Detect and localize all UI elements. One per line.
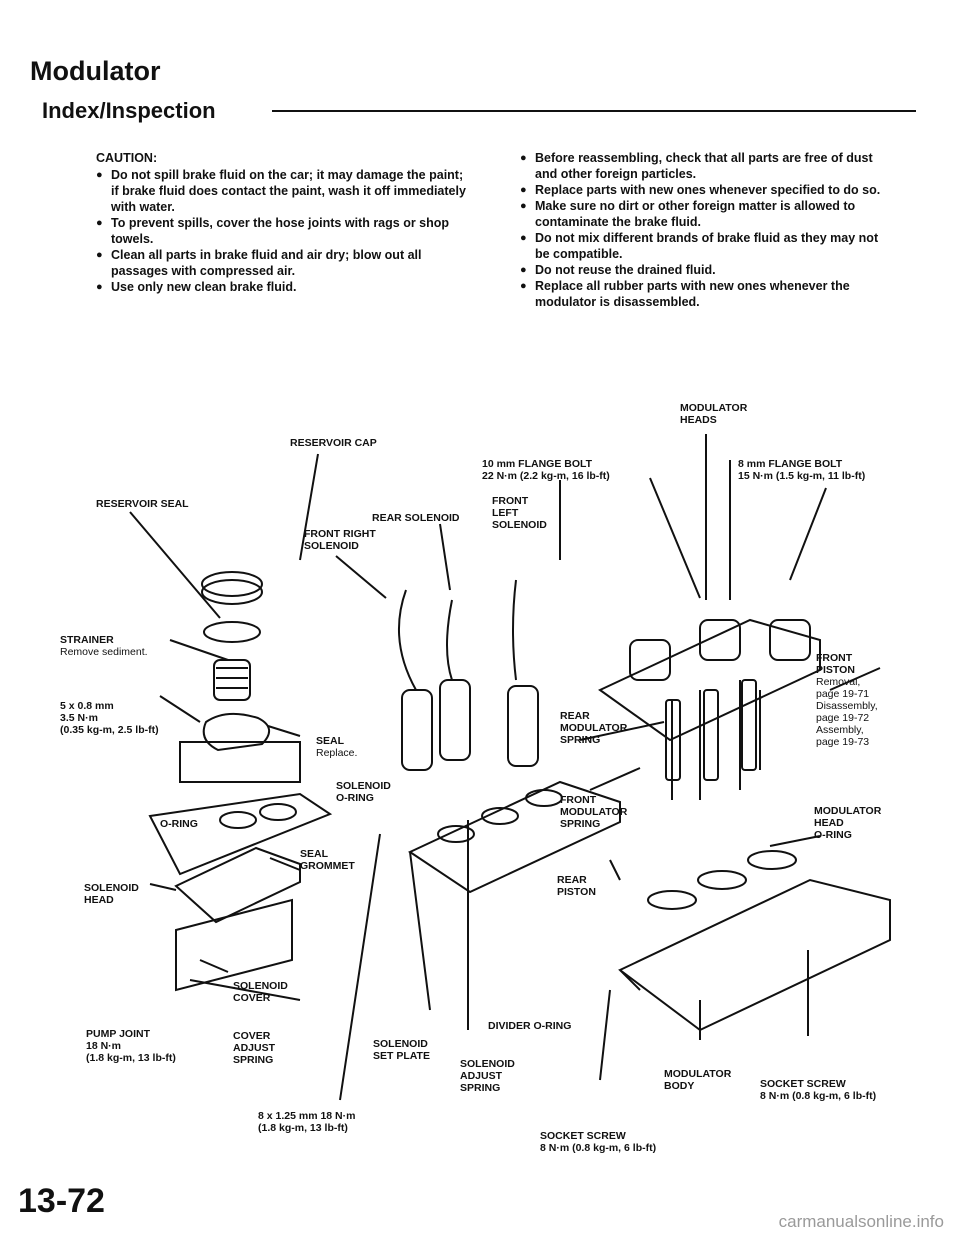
section-subtitle: Index/Inspection	[42, 98, 216, 123]
caution-item: Do not spill brake fluid on the car; it …	[96, 167, 468, 215]
label-divider-oring: DIVIDER O-RING	[488, 1020, 572, 1032]
label-modulator-heads: MODULATOR HEADS	[680, 402, 748, 426]
modulator-exploded-diagram	[129, 434, 891, 1101]
label-seal: SEAL Replace.	[316, 723, 357, 771]
front-piston-notes: Removal, page 19-71 Disassembly, page 19…	[816, 676, 878, 748]
caution-block: CAUTION: Do not spill brake fluid on the…	[96, 150, 468, 295]
label-8mm-flange-bolt: 8 mm FLANGE BOLT 15 N·m (1.5 kg-m, 11 lb…	[738, 458, 866, 482]
label-bolt-5x08: 5 x 0.8 mm 3.5 N·m (0.35 kg-m, 2.5 lb-ft…	[60, 700, 159, 736]
seal-note: Replace.	[316, 747, 358, 759]
label-rear-modulator-spring: REAR MODULATOR SPRING	[560, 710, 628, 746]
label-solenoid-oring: SOLENOID O-RING	[336, 780, 391, 804]
note-item: Replace parts with new ones whenever spe…	[520, 182, 886, 198]
label-strainer: STRAINER Remove sediment.	[60, 622, 148, 670]
note-item: Before reassembling, check that all part…	[520, 150, 886, 182]
caution-item: To prevent spills, cover the hose joints…	[96, 215, 468, 247]
caution-heading: CAUTION:	[96, 151, 158, 165]
label-front-modulator-spring: FRONT MODULATOR SPRING	[560, 794, 628, 830]
label-rear-piston: REAR PISTON	[557, 874, 596, 898]
label-socket-screw-bottom: SOCKET SCREW 8 N·m (0.8 kg-m, 6 lb-ft)	[540, 1130, 657, 1154]
label-front-right-solenoid: FRONT RIGHT SOLENOID	[304, 528, 376, 552]
label-front-left-solenoid: FRONT LEFT SOLENOID	[492, 495, 547, 531]
label-cover-adjust-spring: COVER ADJUST SPRING	[233, 1030, 276, 1066]
strainer-note: Remove sediment.	[60, 646, 148, 658]
label-rear-solenoid: REAR SOLENOID	[372, 512, 460, 524]
note-item: Replace all rubber parts with new ones w…	[520, 278, 886, 310]
label-bolt-8x125: 8 x 1.25 mm 18 N·m (1.8 kg-m, 13 lb-ft)	[258, 1110, 356, 1134]
note-item: Do not reuse the drained fluid.	[520, 262, 886, 278]
note-item: Make sure no dirt or other foreign matte…	[520, 198, 886, 230]
label-modulator-body: MODULATOR BODY	[664, 1068, 732, 1092]
title-rule	[272, 110, 916, 112]
label-oring: O-RING	[160, 818, 198, 830]
caution-item: Clean all parts in brake fluid and air d…	[96, 247, 468, 279]
front-piston-title: FRONT PISTON	[816, 652, 855, 676]
label-10mm-flange-bolt: 10 mm FLANGE BOLT 22 N·m (2.2 kg-m, 16 l…	[482, 458, 610, 482]
label-solenoid-adjust-spring: SOLENOID ADJUST SPRING	[460, 1058, 515, 1094]
page-number: 13-72	[18, 1182, 105, 1220]
label-seal-grommet: SEAL GROMMET	[300, 848, 355, 872]
notes-block: Before reassembling, check that all part…	[520, 150, 886, 310]
watermark: carmanualsonline.info	[778, 1212, 944, 1231]
caution-item: Use only new clean brake fluid.	[96, 279, 468, 295]
strainer-title: STRAINER	[60, 634, 114, 646]
seal-title: SEAL	[316, 735, 345, 747]
label-front-piston: FRONT PISTON Removal, page 19-71 Disasse…	[816, 640, 878, 760]
label-modulator-head-oring: MODULATOR HEAD O-RING	[814, 805, 882, 841]
note-item: Do not mix different brands of brake flu…	[520, 230, 886, 262]
label-solenoid-head: SOLENOID HEAD	[84, 882, 139, 906]
label-pump-joint: PUMP JOINT 18 N·m (1.8 kg-m, 13 lb-ft)	[86, 1028, 176, 1064]
label-socket-screw-right: SOCKET SCREW 8 N·m (0.8 kg-m, 6 lb-ft)	[760, 1078, 877, 1102]
label-reservoir-cap: RESERVOIR CAP	[290, 437, 377, 449]
label-solenoid-set-plate: SOLENOID SET PLATE	[373, 1038, 430, 1062]
label-solenoid-cover: SOLENOID COVER	[233, 980, 288, 1004]
page-title: Modulator	[30, 56, 161, 86]
label-reservoir-seal: RESERVOIR SEAL	[96, 498, 189, 510]
